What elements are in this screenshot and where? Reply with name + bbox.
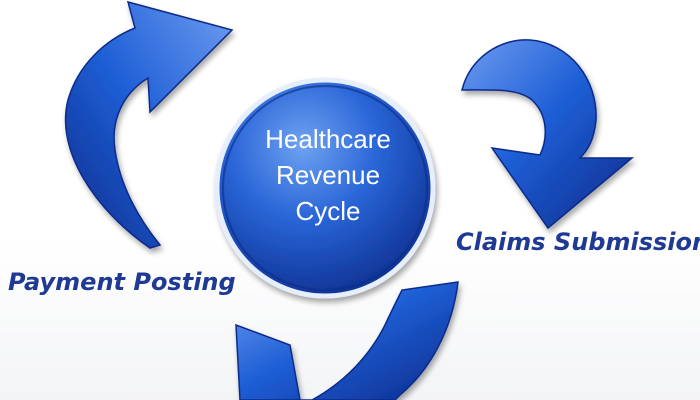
arrow-top-left xyxy=(64,0,234,249)
hub-line-2: Revenue xyxy=(276,160,380,190)
stage-label-payment-posting: Payment Posting xyxy=(8,268,236,296)
stage-label-claims-submission: Claims Submission xyxy=(456,228,700,256)
hub-line-1: Healthcare xyxy=(265,124,391,154)
hub-line-3: Cycle xyxy=(295,196,360,226)
arrow-top-right xyxy=(461,39,635,230)
arrow-bottom xyxy=(235,281,459,400)
hub-circle xyxy=(214,77,436,299)
